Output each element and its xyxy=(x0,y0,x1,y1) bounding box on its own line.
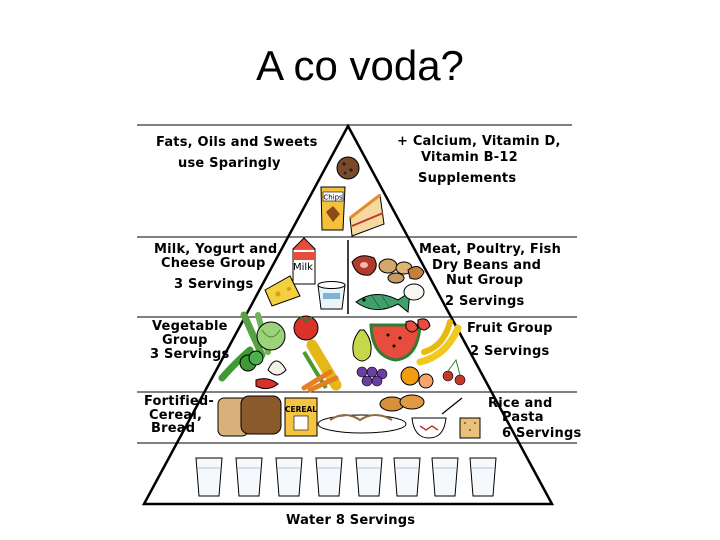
vegetable-servings: 3 Servings xyxy=(150,347,230,362)
water-glass-icon xyxy=(393,457,421,497)
rolls-icon xyxy=(379,394,425,412)
cabbage-icon xyxy=(256,321,286,351)
supplements-label-line3: Supplements xyxy=(418,171,517,186)
slide-title: A co voda? xyxy=(256,42,464,89)
bread-loaf-icon xyxy=(217,395,282,437)
grapes-icon xyxy=(356,366,388,387)
cherries-icon xyxy=(442,358,466,386)
beans-nuts-icon xyxy=(378,258,413,284)
peach-icon xyxy=(418,373,434,389)
fortified-label-line2: Cereal, xyxy=(149,408,203,423)
water-glass-icon xyxy=(469,457,497,497)
supplements-label-line2: Vitamin B-12 xyxy=(421,150,518,165)
pasta-plate-icon xyxy=(317,414,407,434)
pea-pod-icon xyxy=(218,346,254,382)
cereal-label: CEREAL xyxy=(285,405,317,414)
milk-carton-icon: Milk xyxy=(292,237,316,285)
chips-label: Chips xyxy=(323,194,343,202)
fruit-servings: 2 Servings xyxy=(470,344,550,359)
chips-bag-icon: Chips xyxy=(320,186,346,231)
fats-label-line1: Fats, Oils and Sweets xyxy=(156,135,318,150)
crackers-icon xyxy=(459,417,481,439)
drumstick-icon xyxy=(407,266,425,280)
fruit-label: Fruit Group xyxy=(467,321,553,336)
fortified-label-line3: Bread xyxy=(151,421,196,436)
fortified-label-line1: Fortified- xyxy=(144,394,214,409)
milk-label: Milk xyxy=(293,262,313,273)
cereal-box-icon: CEREAL xyxy=(284,397,318,437)
water-label: Water 8 Servings xyxy=(286,513,416,528)
supplements-label-line1: + Calcium, Vitamin D, xyxy=(397,134,561,149)
grain-label-line1: Rice and xyxy=(488,396,553,411)
water-glass-icon xyxy=(275,457,303,497)
strawberries-icon xyxy=(405,318,431,333)
watermelon-icon xyxy=(369,323,422,362)
protein-label-line1: Meat, Poultry, Fish xyxy=(419,242,562,257)
orange-icon xyxy=(400,366,420,386)
water-glass-icon xyxy=(431,457,459,497)
rice-bowl-icon xyxy=(411,397,463,439)
cake-slice-icon xyxy=(349,193,385,237)
protein-label-line3: Nut Group xyxy=(446,273,524,288)
fish-icon xyxy=(355,290,411,313)
dairy-label-line1: Milk, Yogurt and xyxy=(154,242,278,257)
water-glass-icon xyxy=(315,457,343,497)
pepper-icon xyxy=(255,378,279,390)
tomato-icon xyxy=(293,315,319,341)
water-glass-icon xyxy=(235,457,263,497)
pear-icon xyxy=(352,329,372,362)
egg-icon xyxy=(403,283,425,301)
cookie-icon xyxy=(336,156,360,180)
broccoli-icon xyxy=(239,350,264,372)
garlic-icon xyxy=(267,360,287,376)
water-glass-icon xyxy=(355,457,383,497)
dairy-label-line2: Cheese Group xyxy=(161,256,266,271)
fats-label-line2: use Sparingly xyxy=(178,156,281,171)
protein-servings: 2 Servings xyxy=(445,294,525,309)
steak-icon xyxy=(351,255,377,276)
bananas-icon xyxy=(416,319,462,366)
carrots-icon xyxy=(301,369,339,393)
vegetable-label-line1: Vegetable xyxy=(152,319,228,334)
protein-label-line2: Dry Beans and xyxy=(432,258,542,273)
grain-label-line2: Pasta xyxy=(502,410,544,425)
grain-servings: 6 Servings xyxy=(502,426,582,441)
dairy-servings: 3 Servings xyxy=(174,277,254,292)
yogurt-cup-icon xyxy=(317,281,346,310)
cheese-icon xyxy=(264,275,301,307)
vegetable-label-line2: Group xyxy=(162,333,208,348)
water-glass-icon xyxy=(195,457,223,497)
